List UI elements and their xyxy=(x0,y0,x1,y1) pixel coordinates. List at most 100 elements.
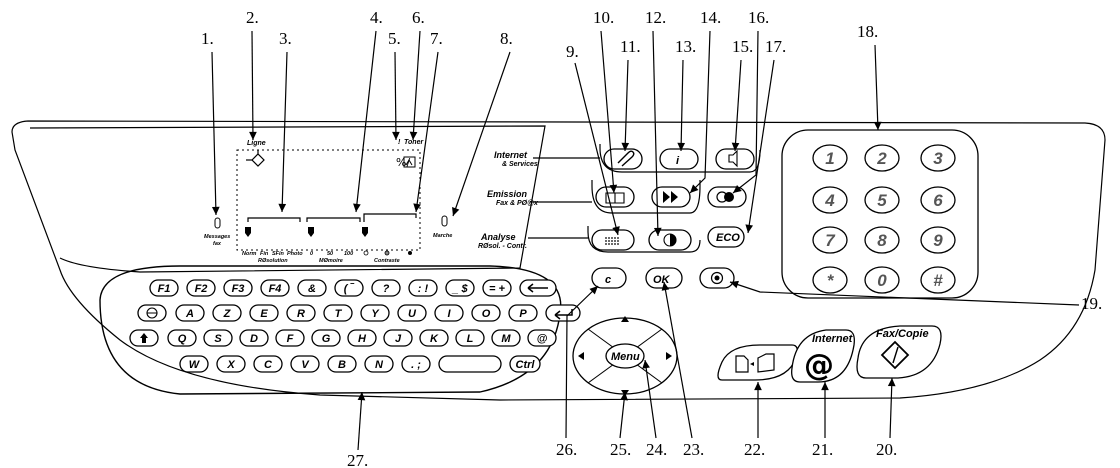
enter-key[interactable] xyxy=(545,304,581,322)
clear-button[interactable]: c xyxy=(591,267,627,289)
keyboard-key[interactable]: S xyxy=(203,329,233,347)
keyboard-key[interactable]: J xyxy=(383,329,413,347)
keypad-key-4[interactable]: 4 xyxy=(812,186,848,214)
callout-13: 13. xyxy=(675,37,696,152)
keyboard-key[interactable]: & xyxy=(297,279,327,297)
keypad-key-7[interactable]: 7 xyxy=(812,226,848,254)
callout-number: 3. xyxy=(279,29,292,48)
leader-line xyxy=(624,59,629,152)
callout-3: 3. xyxy=(278,29,292,213)
keyboard-key[interactable]: F1 xyxy=(149,279,179,297)
keyboard-key-label: J xyxy=(395,333,402,345)
keyboard-key[interactable]: T xyxy=(323,304,353,322)
keyboard-key[interactable]: G xyxy=(311,329,341,347)
line-icon xyxy=(246,150,265,167)
mem-tick-0: 0 xyxy=(310,251,313,257)
keyboard-key[interactable]: F2 xyxy=(186,279,216,297)
keypad-key-label: 4 xyxy=(824,191,835,210)
keyboard-key[interactable]: H xyxy=(347,329,377,347)
keyboard-key[interactable]: W xyxy=(179,355,209,373)
callout-12: 12. xyxy=(645,8,666,237)
transmit-button[interactable] xyxy=(651,186,691,208)
fax-copy-start-button[interactable]: Fax/Copie xyxy=(856,325,942,379)
attach-button[interactable] xyxy=(603,148,643,170)
keyboard-key-label: Ctrl xyxy=(516,359,536,371)
resolution-button[interactable] xyxy=(591,229,635,251)
keyboard-key[interactable]: C xyxy=(253,355,283,373)
keyboard-key[interactable]: X xyxy=(216,355,246,373)
keyboard-key[interactable]: M xyxy=(491,329,521,347)
menu-button[interactable]: Menu xyxy=(605,343,645,369)
speaker-button[interactable] xyxy=(715,148,755,170)
keypad-key-star[interactable]: * xyxy=(812,266,848,294)
keyboard-key[interactable]: . ; xyxy=(401,355,431,373)
leader-line xyxy=(412,30,421,141)
fast-forward-icon xyxy=(663,191,678,203)
keypad-key-1[interactable]: 1 xyxy=(812,144,848,172)
res-opt-photo: Photo xyxy=(287,251,303,257)
keyboard-key[interactable]: P xyxy=(508,304,538,322)
info-button[interactable]: i xyxy=(659,148,699,170)
keyboard-key[interactable]: O xyxy=(471,304,501,322)
leader-line xyxy=(574,62,619,236)
keypad-key-5[interactable]: 5 xyxy=(864,186,900,214)
keypad-key-8[interactable]: 8 xyxy=(864,226,900,254)
leader-line xyxy=(652,30,659,237)
keyboard-key[interactable]: V xyxy=(290,355,320,373)
keyboard-key[interactable]: F3 xyxy=(223,279,253,297)
keyboard-key[interactable]: _ $ xyxy=(445,279,475,297)
keyboard-key[interactable]: Ctrl xyxy=(509,355,541,373)
internet-button[interactable]: Internet @ xyxy=(791,329,855,383)
keyboard-key-label: F1 xyxy=(158,283,171,295)
contrast-button[interactable] xyxy=(648,229,692,251)
eco-button[interactable]: ECO xyxy=(707,226,745,248)
keyboard-key[interactable]: K xyxy=(419,329,449,347)
keypad-key-hash[interactable]: # xyxy=(920,266,956,294)
keyboard-key[interactable]: E xyxy=(249,304,279,322)
keyboard-key[interactable]: = + xyxy=(482,279,512,297)
keyboard-key[interactable]: A xyxy=(175,304,205,322)
keyboard-key[interactable]: B xyxy=(327,355,357,373)
keypad-key-9[interactable]: 9 xyxy=(920,226,956,254)
backspace-key[interactable] xyxy=(519,279,557,297)
keyboard-key[interactable]: ( ‾ xyxy=(334,279,364,297)
keyboard-key[interactable]: U xyxy=(397,304,427,322)
keyboard-key[interactable]: ? xyxy=(371,279,401,297)
book-icon xyxy=(605,192,625,204)
arrow-head xyxy=(754,382,762,391)
label-memoire: MØmoire xyxy=(319,258,343,264)
keypad-key-3[interactable]: 3 xyxy=(920,144,956,172)
keypad-key-label: * xyxy=(827,271,835,290)
space-key[interactable] xyxy=(438,355,502,373)
eject-key[interactable] xyxy=(137,304,167,322)
keyboard-key-label: F4 xyxy=(269,283,282,295)
copy-button[interactable] xyxy=(717,344,798,381)
contrast-mid-icon xyxy=(384,250,390,256)
shift-key[interactable] xyxy=(129,329,159,347)
keyboard-key[interactable]: Z xyxy=(212,304,242,322)
keypad-key-0[interactable]: 0 xyxy=(864,266,900,294)
keyboard-key-label: H xyxy=(358,333,367,345)
label-resolution: RØsolution xyxy=(258,258,288,264)
label-marche: Marche xyxy=(433,233,452,239)
keyboard-key[interactable]: : ! xyxy=(408,279,438,297)
keypad-key-label: 7 xyxy=(825,231,836,250)
keyboard-key[interactable]: F xyxy=(275,329,305,347)
keyboard-key[interactable]: D xyxy=(239,329,269,347)
leader-line xyxy=(357,391,363,451)
keyboard-key[interactable]: R xyxy=(286,304,316,322)
keyboard-key[interactable]: Y xyxy=(360,304,390,322)
keyboard-key[interactable]: L xyxy=(455,329,485,347)
keyboard-key[interactable]: @ xyxy=(527,329,557,347)
keypad-key-2[interactable]: 2 xyxy=(864,144,900,172)
leader-line xyxy=(565,285,599,439)
arrow-head xyxy=(392,131,400,140)
keyboard-key[interactable]: Q xyxy=(167,329,197,347)
keyboard-key[interactable]: N xyxy=(364,355,394,373)
keyboard-key-label: @ xyxy=(537,333,548,345)
keypad-key-6[interactable]: 6 xyxy=(920,186,956,214)
keyboard-key[interactable]: F4 xyxy=(260,279,290,297)
stop-button[interactable] xyxy=(699,267,735,289)
callout-1: 1. xyxy=(201,29,220,216)
keyboard-key[interactable]: I xyxy=(434,304,464,322)
